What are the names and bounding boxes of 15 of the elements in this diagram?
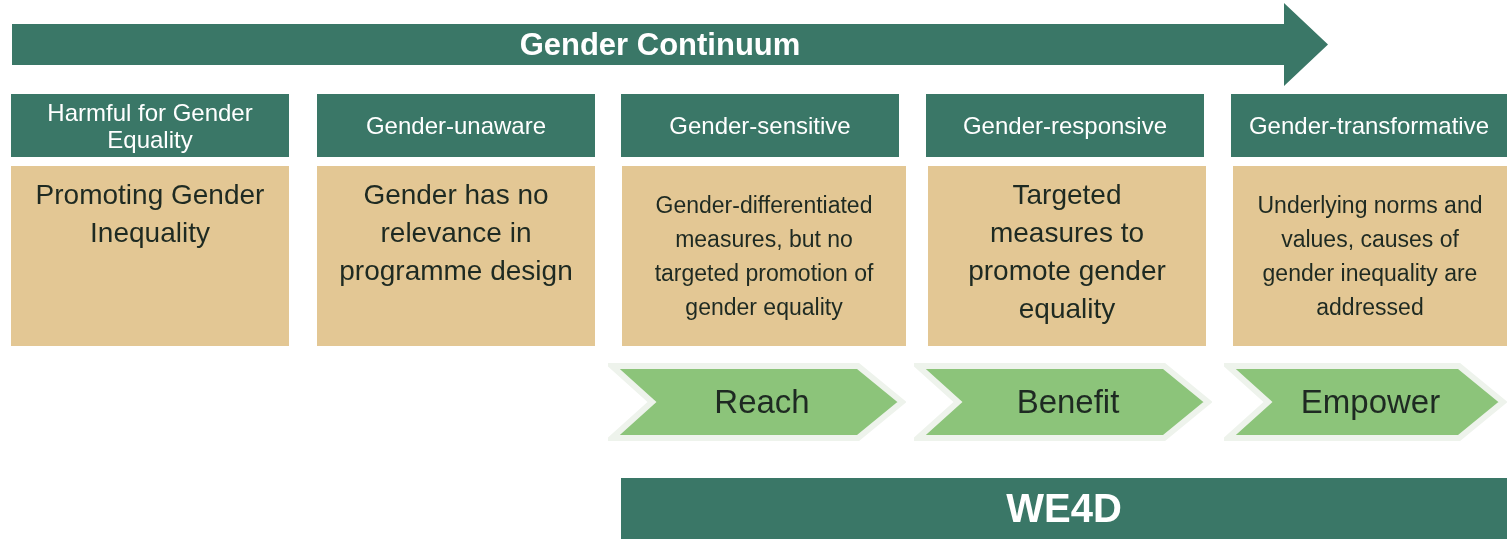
description-panel: Gender has no relevance in programme design [317, 166, 595, 346]
category-header: Gender-responsive [926, 94, 1204, 157]
category-header: Gender-unaware [317, 94, 595, 157]
category-header: Gender-sensitive [621, 94, 899, 157]
description-panel: Gender-differentiated measures, but no targeted promotion of gender equality [622, 166, 906, 346]
category-header: Gender-transformative [1231, 94, 1507, 157]
stage-label: Empower [1300, 383, 1441, 421]
stage-label: Benefit [1016, 383, 1120, 421]
description-panel: Underlying norms and values, causes of gender inequality are addressed [1233, 166, 1507, 346]
category-header: Harmful for Gender Equality [11, 94, 289, 157]
description-panel: Promoting Gender Inequality [11, 166, 289, 346]
banner-title: Gender Continuum [519, 26, 801, 63]
programme-bar: WE4D [621, 478, 1507, 539]
stage-label: Reach [714, 383, 810, 421]
description-panel: Targeted measures to promote gender equality [928, 166, 1206, 346]
